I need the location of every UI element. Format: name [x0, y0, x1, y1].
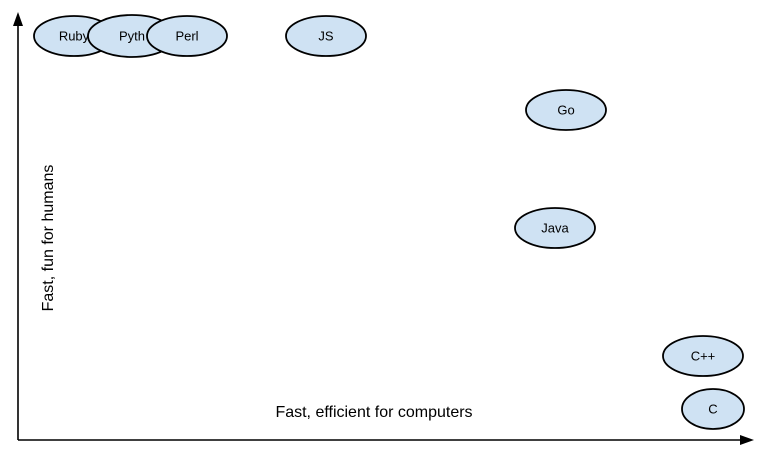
bubble-perl: Perl: [146, 15, 228, 57]
bubble-cpp-shape: [662, 335, 744, 377]
bubble-js-shape: [285, 15, 367, 57]
bubble-c: C: [681, 388, 745, 430]
bubble-c-label: C: [708, 402, 717, 417]
bubble-go-shape: [525, 89, 607, 131]
bubble-cpp-label: C++: [691, 349, 716, 364]
bubble-java-shape: [514, 207, 596, 249]
bubble-c-shape: [681, 388, 745, 430]
bubble-python-label: Pyth: [119, 29, 145, 44]
axes: [13, 12, 754, 445]
x-axis-label: Fast, efficient for computers: [275, 404, 472, 421]
y-axis-arrowhead: [13, 12, 23, 26]
y-axis-label: Fast, fun for humans: [40, 165, 57, 312]
bubble-perl-label: Perl: [175, 29, 198, 44]
bubble-js: JS: [285, 15, 367, 57]
bubble-java: Java: [514, 207, 596, 249]
bubble-go: Go: [525, 89, 607, 131]
bubble-java-label: Java: [541, 221, 569, 236]
bubble-cpp: C++: [662, 335, 744, 377]
x-axis-arrowhead: [740, 435, 754, 445]
bubble-ruby-label: Ruby: [59, 29, 90, 44]
bubble-go-label: Go: [557, 103, 574, 118]
bubble-perl-shape: [146, 15, 228, 57]
bubble-js-label: JS: [318, 29, 334, 44]
